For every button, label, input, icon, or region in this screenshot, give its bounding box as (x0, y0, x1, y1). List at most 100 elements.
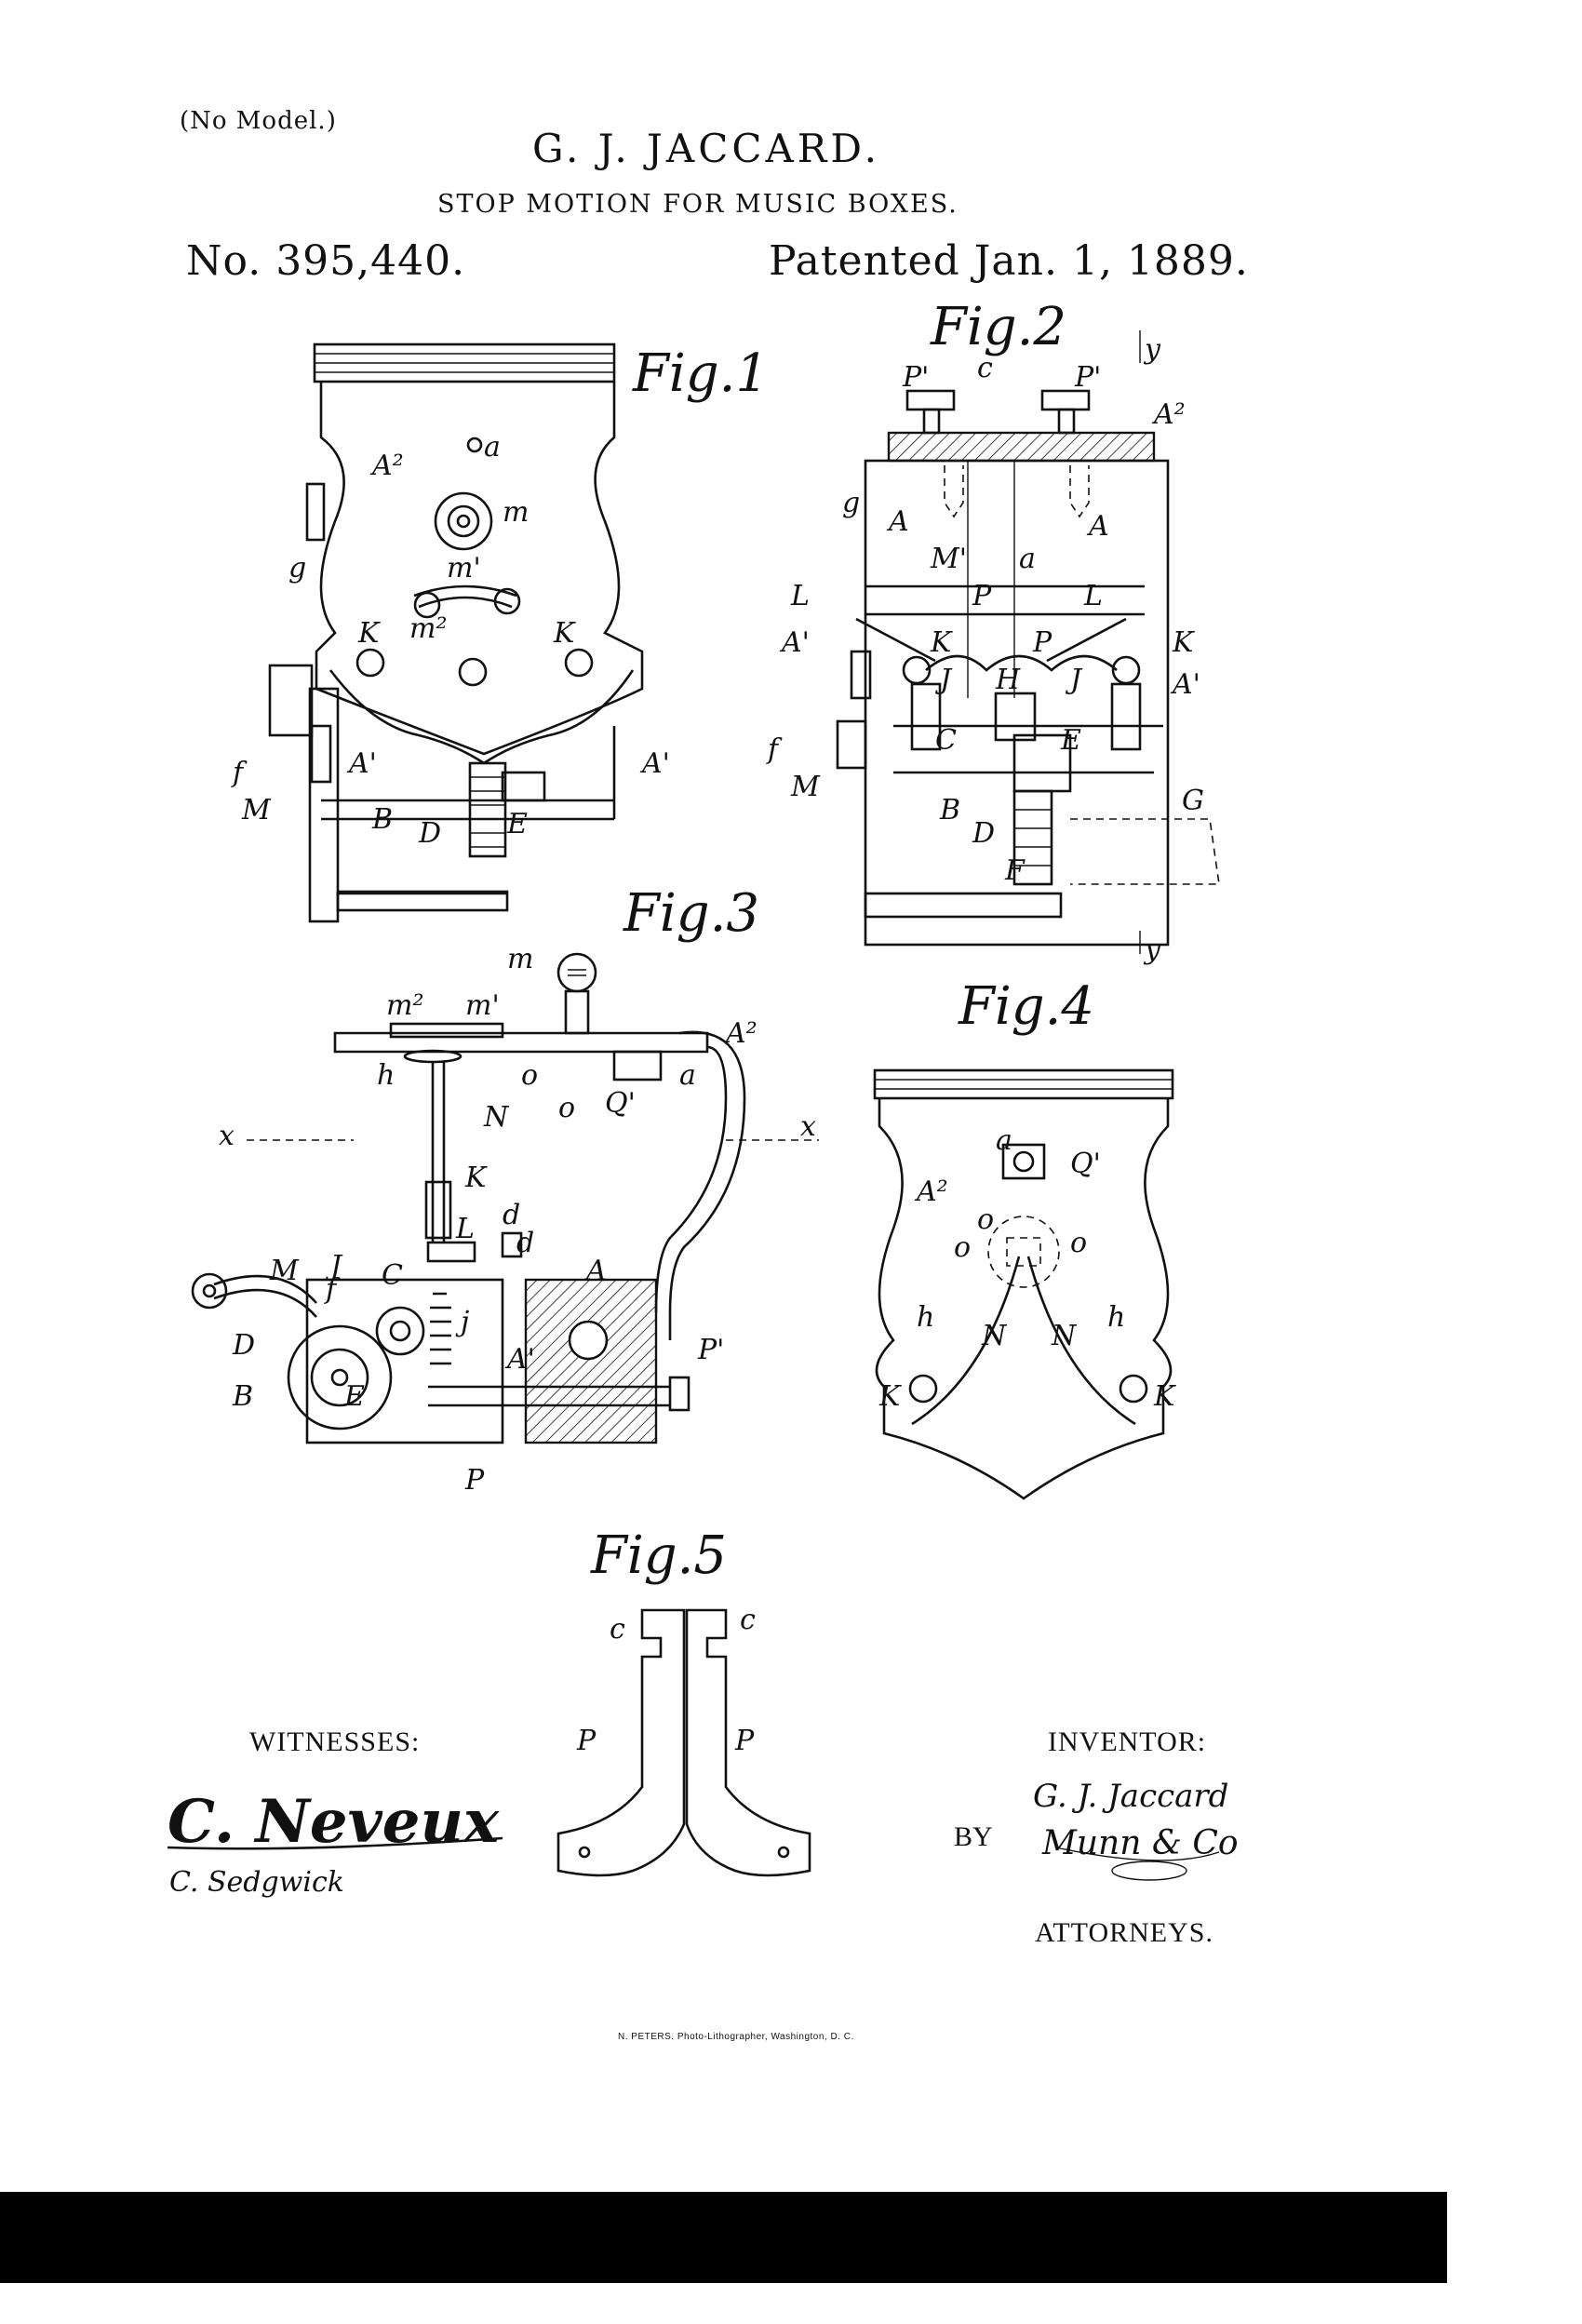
ref-P-4: P (576, 1725, 597, 1757)
scan-border-bar (0, 2192, 1447, 2283)
ref-L-3: L (455, 1213, 475, 1245)
ref-A1-2: A' (639, 747, 670, 780)
ref-A1-3: A' (779, 626, 810, 659)
ref-A1-5: A' (504, 1343, 535, 1376)
ref-A2-3: A² (723, 1017, 757, 1050)
ref-c-3: c (740, 1604, 756, 1636)
ref-A: A (886, 505, 909, 538)
ref-x-2: x (800, 1110, 816, 1143)
ref-K-6: K (878, 1380, 902, 1413)
witnesses-heading: WITNESSES: (249, 1726, 421, 1757)
ref-E-3: E (343, 1380, 365, 1413)
ref-M1: M' (930, 543, 967, 575)
ref-A-2: A (1086, 510, 1109, 543)
ref-K-3: K (1172, 626, 1195, 659)
ref-K-4: K (930, 626, 953, 659)
ref-M-2: M (790, 771, 821, 803)
witness-1-signature: C. Neveux (168, 1787, 500, 1857)
ref-K-2: K (553, 617, 576, 650)
figure-4: Fig.4 (873, 976, 1174, 1500)
model-note: (No Model.) (180, 107, 337, 135)
ref-C: C (935, 724, 957, 757)
ref-m2: m² (409, 612, 447, 645)
ref-y-2: y (1143, 934, 1161, 966)
ref-h-3: h (1107, 1301, 1125, 1334)
attorney-signature: Munn & Co (1042, 1824, 1239, 1862)
fig1-caption: Fig.1 (632, 343, 769, 404)
lithographer-credit: N. PETERS. Photo-Lithographer, Washingto… (618, 2032, 854, 2042)
ref-H: H (995, 664, 1021, 696)
ref-P-2: P (1032, 626, 1052, 659)
ref-g-2: g (842, 487, 860, 519)
figure-5: Fig.5 (556, 1525, 811, 1877)
ref-A1-4: A' (1170, 668, 1200, 701)
ref-d-2: d (516, 1227, 534, 1259)
signature-flourishes (167, 1836, 1220, 1881)
ref-D: D (418, 817, 441, 850)
ref-o-4: o (954, 1231, 971, 1264)
ref-f-2: f (766, 733, 783, 766)
inventor-signature: G. J. Jaccard (1033, 1778, 1229, 1815)
ref-f: f (231, 757, 248, 789)
witness-2-signature: C. Sedgwick (169, 1866, 344, 1899)
ref-a-2: a (1019, 543, 1036, 575)
ref-c: c (977, 352, 993, 384)
inventor-heading: INVENTOR: (1048, 1726, 1207, 1757)
ref-P-5: P (734, 1725, 755, 1757)
ref-N-3: N (1051, 1320, 1078, 1352)
ref-N: N (483, 1101, 510, 1134)
ref-A1: A' (346, 747, 377, 780)
reference-letters: A² a m m' m² K K g f M A' A' B D E P' c … (219, 333, 1204, 1757)
ref-L-2: L (1083, 580, 1103, 612)
ref-K-7: K (1153, 1380, 1176, 1413)
ref-G: G (1182, 785, 1204, 817)
ref-o-3: o (977, 1203, 994, 1236)
ref-A2-4: A² (914, 1175, 948, 1208)
ref-B-3: B (232, 1380, 253, 1413)
ref-A2: A² (369, 450, 404, 482)
ref-o-5: o (1070, 1227, 1087, 1259)
ref-E: E (506, 808, 528, 840)
ref-P1: P' (902, 361, 929, 394)
ref-K: K (357, 617, 381, 650)
ref-Q1: Q' (605, 1087, 636, 1120)
ref-K-5: K (464, 1162, 488, 1194)
attorneys-heading: ATTORNEYS. (1035, 1917, 1213, 1948)
ref-N-2: N (981, 1320, 1008, 1352)
ref-a-3: a (679, 1059, 696, 1092)
fig5-caption: Fig.5 (590, 1525, 727, 1586)
figure-2: Fig.2 (836, 297, 1220, 954)
ref-a: a (484, 431, 501, 463)
ref-m: m (503, 496, 529, 529)
figure-3: Fig.3 (191, 883, 819, 1444)
ref-m1-2: m' (465, 989, 500, 1022)
ref-d: d (503, 1199, 520, 1231)
ref-B: B (371, 803, 393, 836)
ref-A2-2: A² (1151, 398, 1186, 431)
ref-Q1-2: Q' (1070, 1148, 1101, 1180)
fig2-caption: Fig.2 (930, 297, 1066, 357)
ref-y: y (1143, 333, 1161, 366)
ref-x: x (219, 1120, 235, 1152)
patent-title: STOP MOTION FOR MUSIC BOXES. (437, 190, 959, 219)
ref-P1-3: P' (697, 1334, 724, 1366)
ref-m-2: m (507, 943, 533, 975)
ref-h: h (377, 1059, 395, 1092)
patent-number: No. 395,440. (186, 237, 466, 285)
ref-C-2: C (382, 1259, 403, 1292)
ref-E-2: E (1060, 724, 1081, 757)
patent-date: Patented Jan. 1, 1889. (769, 237, 1249, 285)
ref-m2-2: m² (386, 989, 423, 1022)
ref-o-2: o (558, 1092, 575, 1124)
ref-c-2: c (610, 1613, 625, 1646)
ref-j: j (455, 1306, 469, 1338)
ref-D-3: D (232, 1329, 255, 1362)
ref-P1-2: P' (1074, 361, 1101, 394)
ref-o: o (521, 1059, 538, 1092)
ref-h-2: h (917, 1301, 934, 1334)
ref-J: J (934, 664, 953, 696)
fig3-caption: Fig.3 (623, 883, 759, 944)
ref-M: M (241, 794, 272, 826)
